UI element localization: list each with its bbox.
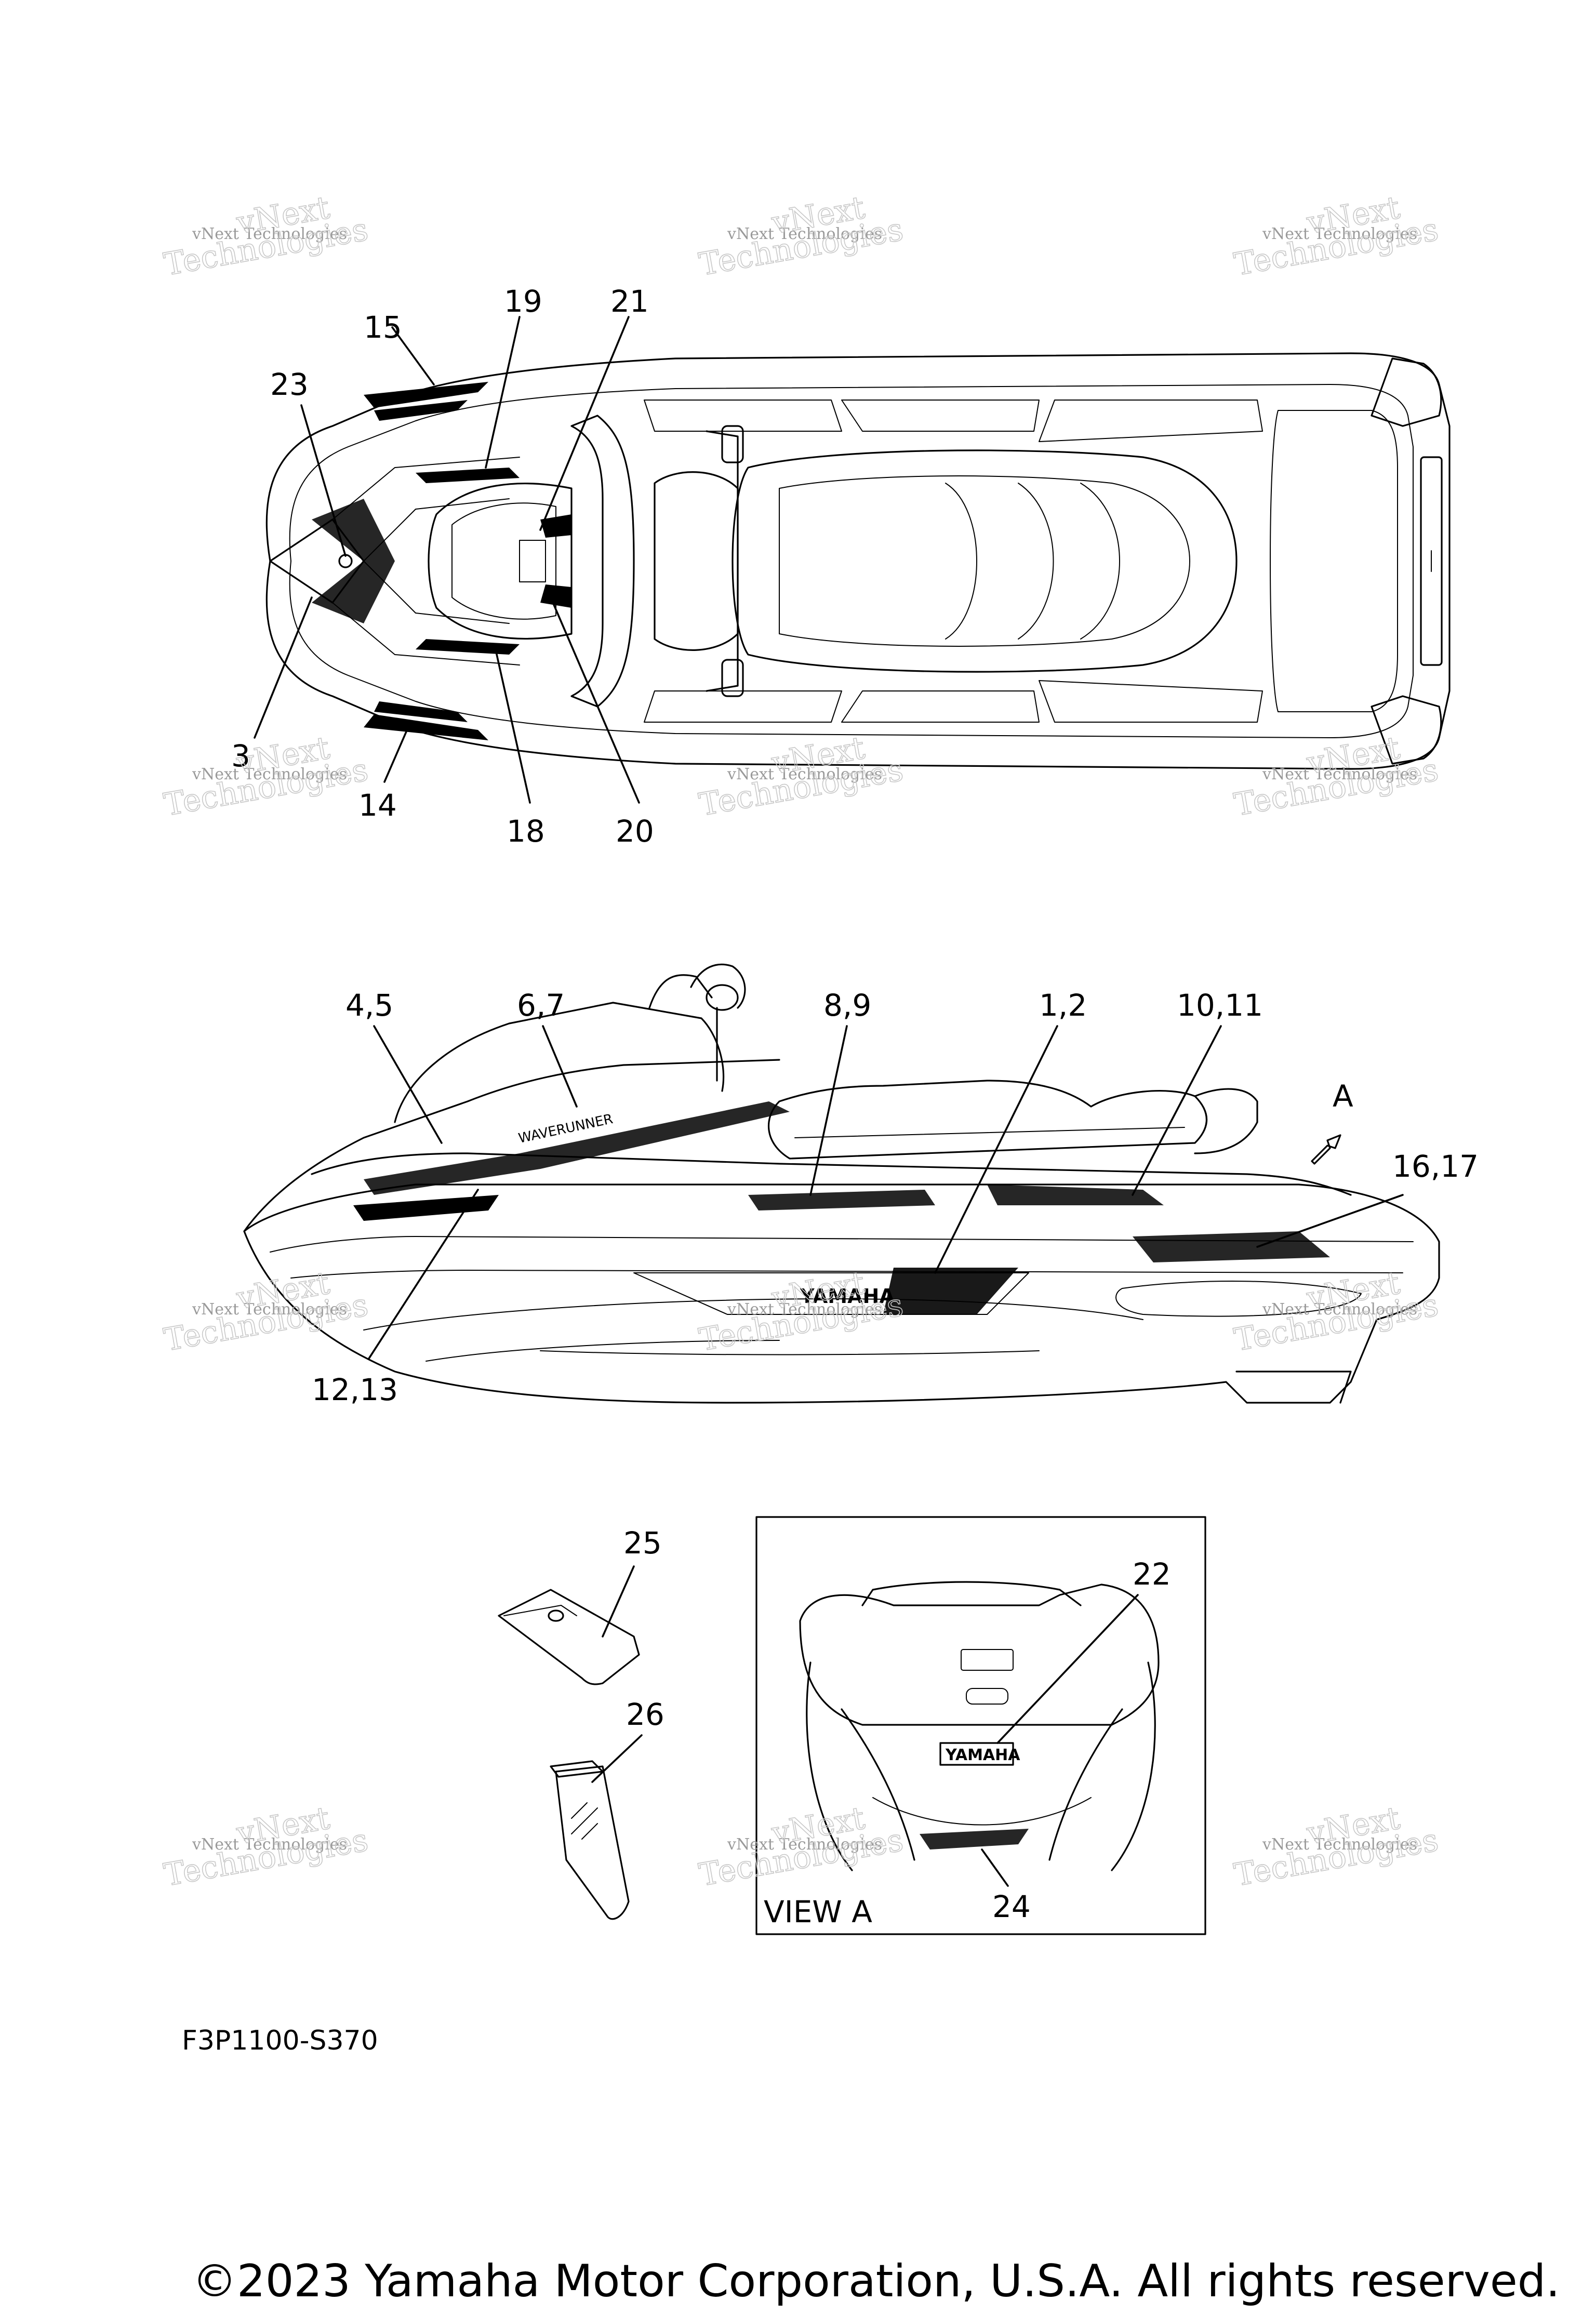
view-a-inset: YAMAHA — [755, 1516, 1206, 1935]
diagram-code: F3P1100-S370 — [182, 2025, 378, 2056]
callout-15: 15 — [364, 310, 402, 345]
callout-22: 22 — [1133, 1556, 1171, 1592]
side-brand-decal: YAMAHA — [800, 1285, 895, 1308]
callout-a: A — [1333, 1079, 1353, 1114]
watermark: vNext Technologies vNext Technologies — [1231, 1800, 1442, 1894]
copyright-notice: ©2023 Yamaha Motor Corporation, U.S.A. A… — [192, 2255, 1560, 2307]
watermark: vNext Technologies vNext Technologies — [696, 189, 907, 284]
callout-26: 26 — [626, 1697, 664, 1732]
part-26-document — [550, 1734, 643, 1920]
svg-text:vNext Technologies: vNext Technologies — [192, 1835, 347, 1854]
callout-18: 18 — [507, 814, 545, 849]
watermark: vNext Technologies vNext Technologies — [161, 1800, 371, 1894]
watermark: vNext Technologies vNext Technologies — [696, 1265, 907, 1359]
svg-text:vNext Technologies: vNext Technologies — [727, 1835, 882, 1854]
svg-text:vNext Technologies: vNext Technologies — [1262, 765, 1417, 783]
callout-1-2: 1,2 — [1039, 988, 1087, 1023]
view-a-label: VIEW A — [764, 1894, 872, 1930]
callout-3: 3 — [231, 738, 250, 774]
svg-text:vNext Technologies: vNext Technologies — [192, 1300, 347, 1319]
watermark: vNext Technologies vNext Technologies — [696, 1800, 907, 1894]
callout-21: 21 — [610, 284, 649, 319]
watermark: vNext Technologies vNext Technologies — [161, 729, 371, 824]
svg-text:vNext Technologies: vNext Technologies — [192, 765, 347, 783]
callout-24: 24 — [992, 1889, 1031, 1924]
callout-10-11: 10,11 — [1177, 988, 1263, 1023]
watermark: vNext Technologies vNext Technologies — [161, 1265, 371, 1359]
callout-16-17: 16,17 — [1392, 1149, 1479, 1184]
callout-25: 25 — [623, 1525, 662, 1561]
callout-14: 14 — [358, 788, 397, 823]
callout-12-13: 12,13 — [312, 1372, 398, 1407]
side-view-leader-lines — [368, 1025, 1404, 1360]
callout-23: 23 — [270, 367, 309, 402]
callout-20: 20 — [616, 814, 654, 849]
svg-text:vNext Technologies: vNext Technologies — [727, 225, 882, 243]
callout-labels: 15 19 21 23 3 14 18 20 4,5 6,7 8,9 1,2 1… — [231, 284, 1479, 1924]
callout-6-7: 6,7 — [517, 988, 565, 1023]
svg-text:vNext Technologies: vNext Technologies — [727, 765, 882, 783]
svg-text:vNext Technologies: vNext Technologies — [727, 1300, 882, 1319]
svg-text:vNext Technologies: vNext Technologies — [1262, 225, 1417, 243]
top-view-leader-lines — [254, 316, 640, 804]
callout-4-5: 4,5 — [345, 988, 393, 1023]
watermark: vNext Technologies vNext Technologies — [696, 729, 907, 824]
top-view-watercraft — [265, 352, 1451, 770]
watermark: vNext Technologies vNext Technologies — [1231, 729, 1442, 824]
part-25-pouch — [498, 1565, 640, 1685]
svg-text:vNext Technologies: vNext Technologies — [1262, 1835, 1417, 1854]
watermark: vNext Technologies vNext Technologies — [161, 189, 371, 284]
view-a-brand-decal: YAMAHA — [945, 1746, 1020, 1764]
svg-text:vNext Technologies: vNext Technologies — [192, 225, 347, 243]
callout-19: 19 — [504, 284, 542, 319]
watermark: vNext Technologies vNext Technologies — [1231, 189, 1442, 284]
watermark: vNext Technologies vNext Technologies — [1231, 1265, 1442, 1359]
svg-text:vNext Technologies: vNext Technologies — [1262, 1300, 1417, 1319]
callout-8-9: 8,9 — [823, 988, 871, 1023]
